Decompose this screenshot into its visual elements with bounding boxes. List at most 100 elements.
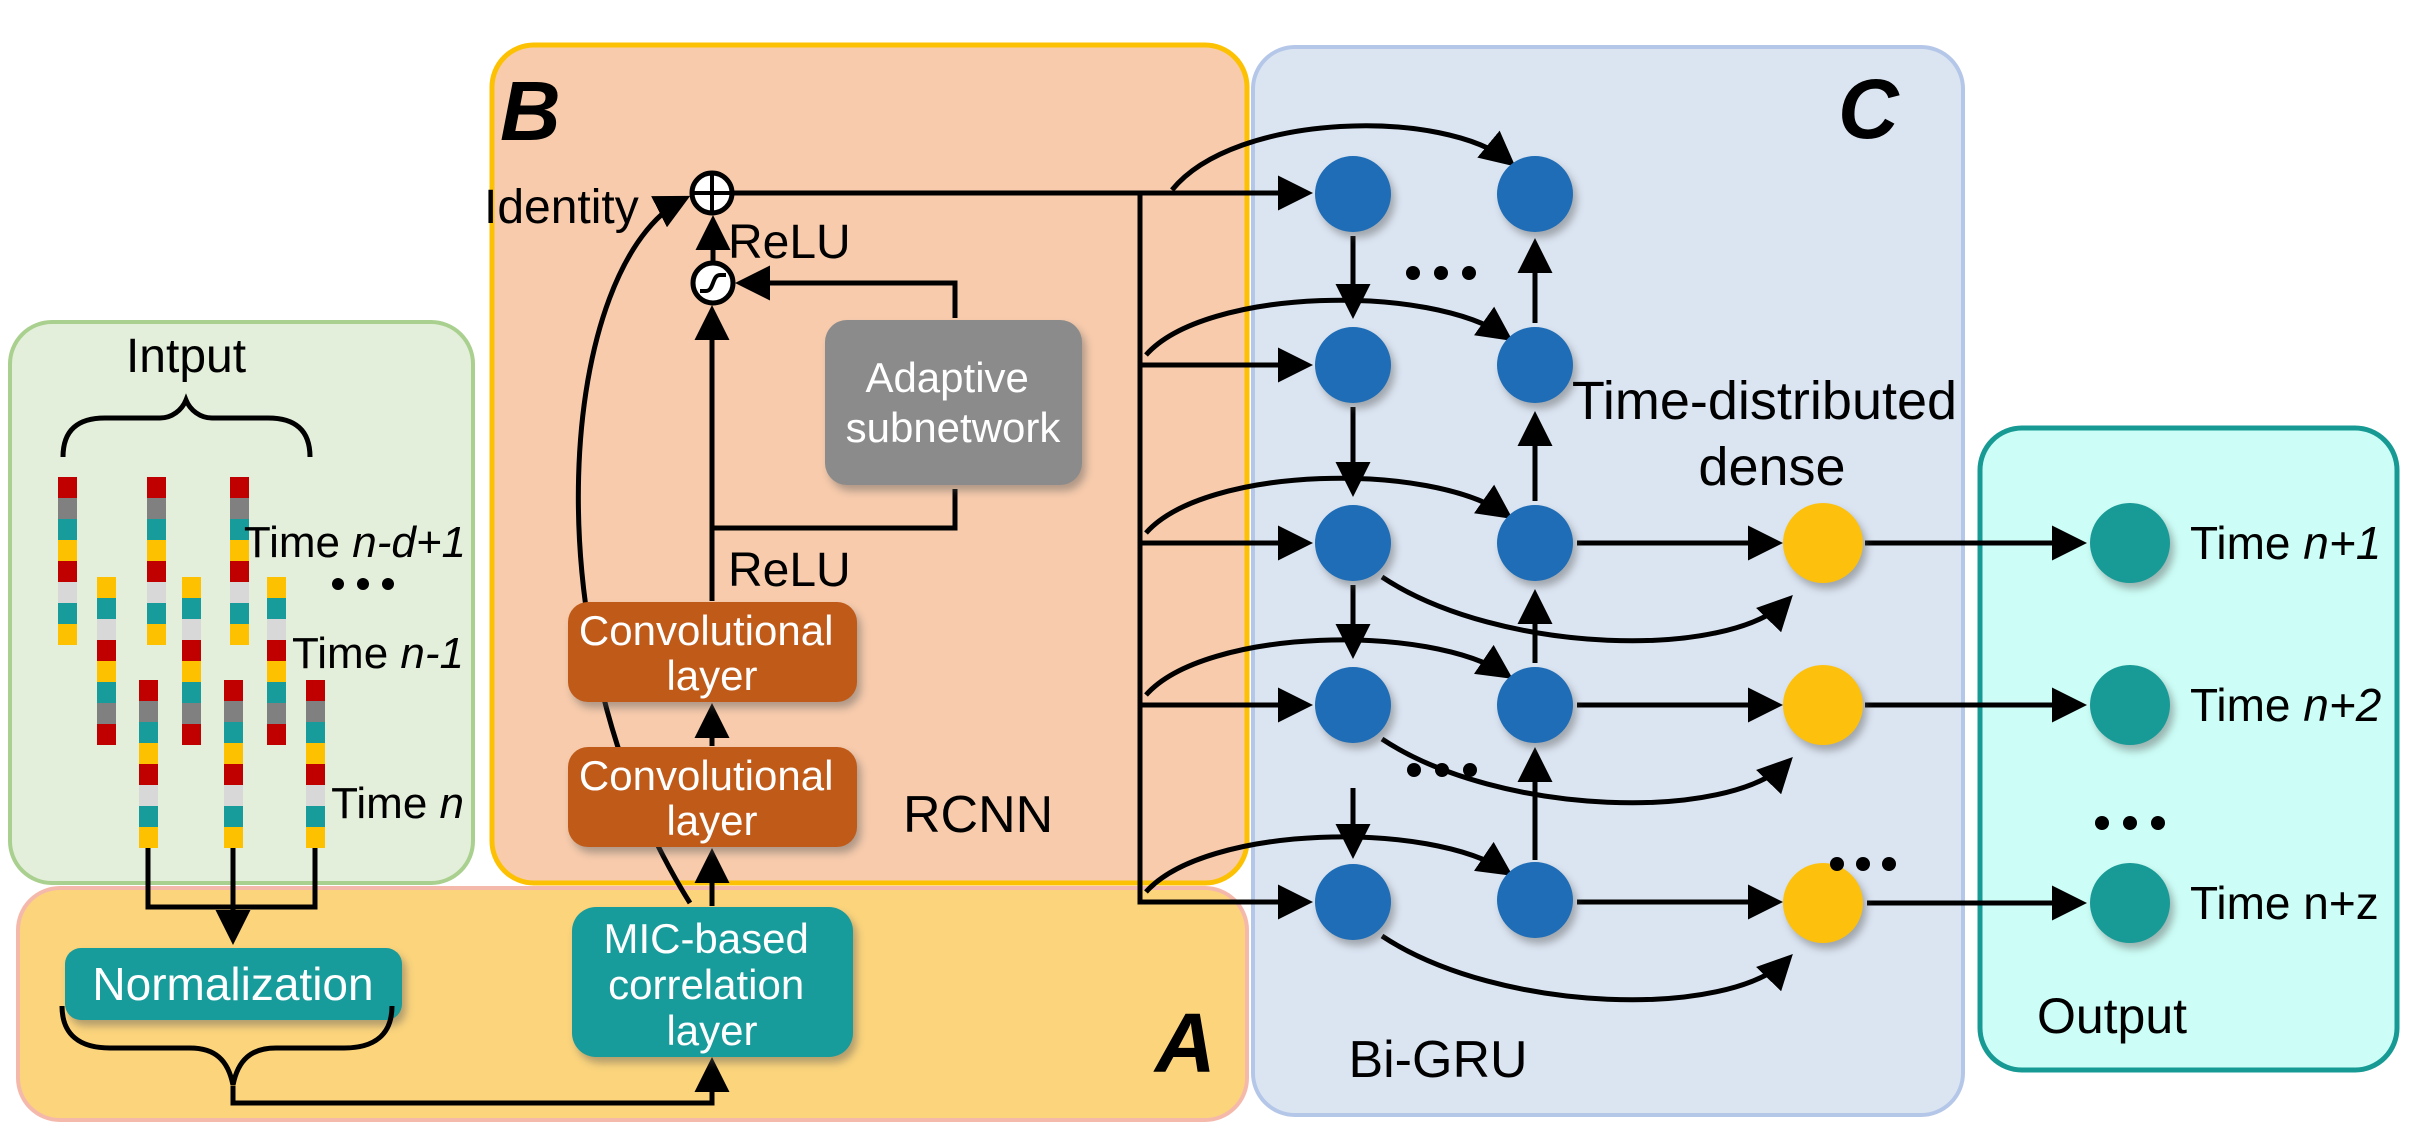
- gru-cell: [1315, 156, 1391, 232]
- input-bar-segment: [58, 603, 77, 624]
- identity-label: Identity: [484, 181, 639, 234]
- time-prefix: Time: [244, 518, 352, 567]
- mic-line: correlation: [608, 961, 804, 1008]
- input-bar-segment: [267, 682, 286, 703]
- dense-circles: [1783, 503, 1863, 943]
- mic-line: layer: [666, 1007, 757, 1054]
- input-bar-segment: [182, 619, 201, 640]
- input-time-label-3: Time n: [331, 779, 464, 828]
- input-bar-segment: [224, 764, 243, 785]
- time-prefix: Time: [292, 629, 400, 678]
- gru-cell: [1315, 667, 1391, 743]
- time-suffix: n+2: [2303, 679, 2381, 731]
- input-bar-segment: [224, 827, 243, 848]
- dense-label-line: Time-distributed: [1572, 371, 1957, 431]
- adaptive-input-line: [712, 489, 958, 531]
- dense-circle: [1783, 665, 1863, 745]
- gru-cell: [1315, 327, 1391, 403]
- input-bar-segment: [139, 722, 158, 743]
- input-bar-segment: [97, 598, 116, 619]
- input-bar-segment: [97, 682, 116, 703]
- gru-row1-arc: [1170, 123, 1516, 192]
- time-prefix: Time: [331, 779, 439, 828]
- input-bar-segment: [139, 764, 158, 785]
- dense-row5-arc: [1380, 933, 1793, 1003]
- input-bar-segment: [182, 682, 201, 703]
- input-bar-segment: [230, 624, 249, 645]
- gru-cell: [1497, 505, 1573, 581]
- input-bar-segment: [97, 577, 116, 598]
- output-circle: [2090, 665, 2170, 745]
- input-bar-segment: [230, 540, 249, 561]
- conv-layer-box-1: [568, 602, 857, 702]
- input-title: Intput: [126, 330, 246, 383]
- input-bar-segment: [306, 701, 325, 722]
- input-bar-segment: [139, 701, 158, 722]
- input-ellipsis: [332, 578, 394, 590]
- panel-c-background: [1251, 45, 1965, 1117]
- input-bar-segment: [147, 582, 166, 603]
- dense-circle: [1783, 503, 1863, 583]
- input-top-brace: [60, 393, 313, 458]
- output-circles: [2090, 503, 2170, 943]
- output-ellipsis: [2095, 816, 2165, 830]
- input-bar-segment: [97, 640, 116, 661]
- adaptive-line: subnetwork: [846, 404, 1062, 451]
- bigru-label: Bi-GRU: [1348, 1031, 1527, 1089]
- input-bar-segment: [306, 680, 325, 701]
- input-bar-segment: [230, 477, 249, 498]
- input-bar-segment: [267, 598, 286, 619]
- input-bar-segment: [58, 561, 77, 582]
- input-bar-segment: [267, 619, 286, 640]
- input-bar-segment: [97, 724, 116, 745]
- rcnn-label: RCNN: [903, 786, 1053, 844]
- input-bar-segment: [224, 680, 243, 701]
- input-bar-segment: [147, 519, 166, 540]
- adaptive-line: Adaptive: [865, 354, 1028, 401]
- gru-backward-cells: [1497, 156, 1573, 938]
- arrow-adaptive-to-gate: [735, 265, 958, 318]
- input-bars: [58, 477, 325, 848]
- gru-cell: [1497, 667, 1573, 743]
- input-bar-segment: [224, 785, 243, 806]
- gru-cell: [1497, 862, 1573, 938]
- conv-line: Convolutional: [579, 752, 834, 799]
- time-prefix: Time: [2190, 877, 2303, 929]
- relu-upper-label: ReLU: [728, 216, 851, 269]
- input-bar-segment: [97, 703, 116, 724]
- input-bar-segment: [58, 477, 77, 498]
- input-bar-segment: [306, 827, 325, 848]
- gru-cell: [1497, 327, 1573, 403]
- input-bar-segment: [230, 561, 249, 582]
- sigmoid-node-icon: [690, 260, 736, 306]
- output-time-label-3: Time n+z: [2190, 877, 2379, 929]
- input-bar-segment: [230, 582, 249, 603]
- conv-layer-2-label: Convolutional layer: [579, 752, 845, 844]
- input-bar-segment: [267, 724, 286, 745]
- gru-row5-arc: [1144, 834, 1513, 894]
- input-bar-segment: [267, 640, 286, 661]
- input-bar-segment: [58, 540, 77, 561]
- output-label: Output: [2037, 988, 2187, 1044]
- gru-row2-arc: [1144, 297, 1513, 357]
- input-bar-segment: [147, 540, 166, 561]
- input-bar-segment: [58, 498, 77, 519]
- input-bar-segment: [224, 722, 243, 743]
- input-bar-segment: [182, 661, 201, 682]
- adaptive-subnetwork-label: Adaptive subnetwork: [846, 354, 1062, 451]
- input-bar-segment: [230, 603, 249, 624]
- input-bar-segment: [306, 722, 325, 743]
- input-bar-segment: [147, 561, 166, 582]
- mic-line: MIC-based: [603, 915, 808, 962]
- input-bar-segment: [306, 806, 325, 827]
- dense-ellipsis: [1830, 857, 1896, 871]
- gru-ellipsis-top: [1406, 266, 1476, 280]
- input-bar-segment: [58, 624, 77, 645]
- conv-layer-1-label: Convolutional layer: [579, 607, 845, 699]
- input-bar-segment: [182, 724, 201, 745]
- time-prefix: Time: [2190, 517, 2303, 569]
- input-bar-segment: [182, 577, 201, 598]
- input-bar-segment: [267, 577, 286, 598]
